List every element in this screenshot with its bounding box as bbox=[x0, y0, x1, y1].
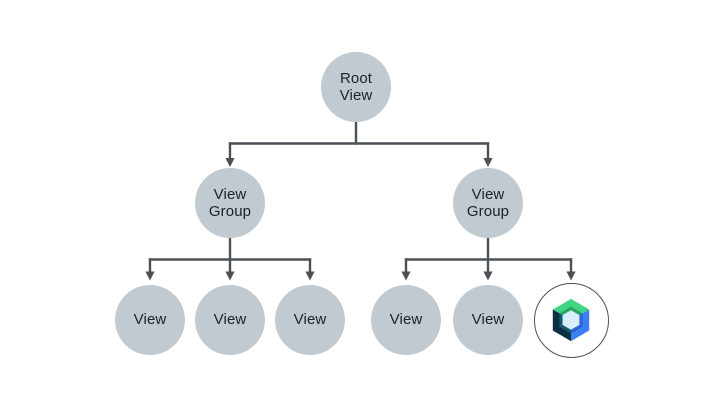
node-label-line: Group bbox=[466, 203, 510, 220]
node-label-line: View bbox=[389, 311, 423, 329]
node-root-view: Root View bbox=[321, 52, 391, 122]
left-group-children-connector bbox=[145, 235, 315, 281]
node-label-line: View bbox=[471, 185, 505, 203]
node-label-line: View bbox=[213, 311, 247, 329]
arrow-down-icon bbox=[145, 271, 155, 281]
node-label-line: View bbox=[213, 185, 247, 203]
arrow-down-icon bbox=[305, 271, 315, 281]
arrow-down-icon bbox=[483, 158, 493, 167]
right-group-children-connector bbox=[401, 235, 576, 281]
arrow-down-icon bbox=[401, 271, 411, 281]
node-label-line: View bbox=[339, 87, 373, 104]
node-label-line: Group bbox=[208, 203, 252, 220]
root-to-groups-connector bbox=[225, 119, 493, 167]
node-view-group-left: View Group bbox=[195, 168, 265, 238]
node-view-left-1: View bbox=[115, 285, 185, 355]
node-label-line: View bbox=[293, 311, 327, 329]
node-label-line: View bbox=[471, 311, 505, 329]
arrow-down-icon bbox=[483, 271, 493, 281]
node-compose-leaf bbox=[533, 282, 609, 358]
node-view-right-2: View bbox=[453, 285, 523, 355]
arrow-down-icon bbox=[225, 158, 235, 167]
node-view-left-2: View bbox=[195, 285, 265, 355]
compose-logo-center-hexagon bbox=[562, 310, 580, 330]
node-label-line: Root bbox=[339, 69, 373, 87]
node-view-right-1: View bbox=[371, 285, 441, 355]
jetpack-compose-icon bbox=[552, 298, 590, 342]
node-label-line: View bbox=[133, 311, 167, 329]
node-view-group-right: View Group bbox=[453, 168, 523, 238]
arrow-down-icon bbox=[566, 271, 576, 281]
node-view-left-3: View bbox=[275, 285, 345, 355]
arrow-down-icon bbox=[225, 271, 235, 281]
